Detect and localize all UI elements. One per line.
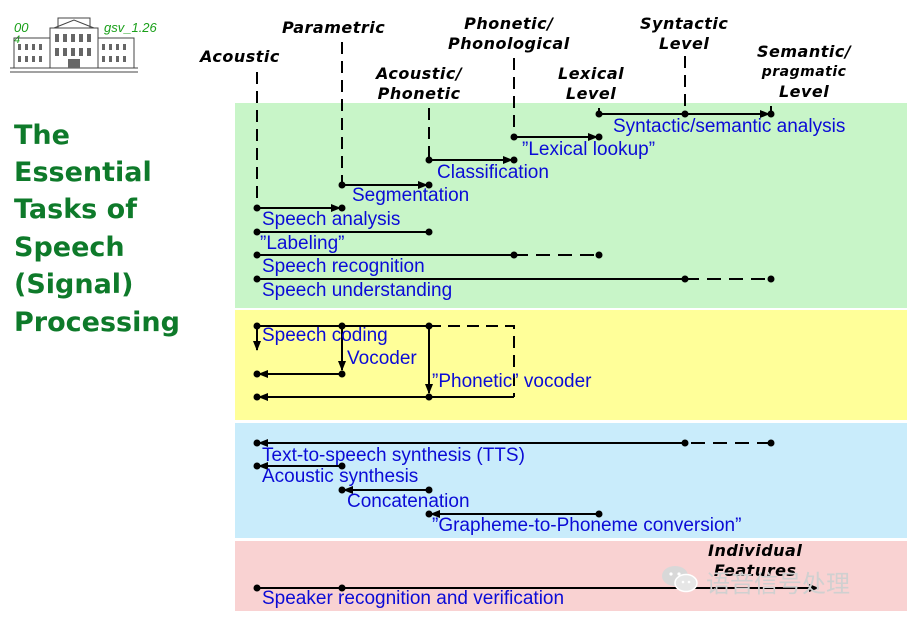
node <box>425 393 433 401</box>
wechat-icon <box>662 566 698 593</box>
node <box>425 486 433 494</box>
node <box>510 133 518 141</box>
coding-dashed-box <box>429 325 515 397</box>
level-lexical-line1: Lexical <box>558 64 625 83</box>
coding-band <box>235 310 907 420</box>
task-speech-analysis: Speech analysis <box>262 209 401 230</box>
node <box>338 204 346 212</box>
node <box>253 439 261 447</box>
title-line: Essential <box>14 157 152 188</box>
level-syntactic: Syntactic Level <box>640 14 728 54</box>
level-semantic-line3: Level <box>778 82 830 101</box>
node <box>253 322 261 330</box>
node <box>425 156 433 164</box>
level-phonetic-phonological: Phonetic/ Phonological <box>448 14 570 54</box>
task-labeling: ”Labeling” <box>260 233 345 254</box>
level-syntactic-line2: Level <box>659 34 710 53</box>
level-phonetic-phonological-line2: Phonological <box>448 34 570 53</box>
title-line: Processing <box>14 307 180 338</box>
task-tts: Text-to-speech synthesis (TTS) <box>262 445 525 466</box>
level-semantic-line2: pragmatic <box>761 64 847 80</box>
node <box>595 251 603 259</box>
node <box>338 181 346 189</box>
level-individual-features: Individual Features <box>708 541 802 581</box>
title-line: Speech <box>14 232 125 263</box>
title-line: Tasks of <box>14 194 137 225</box>
node <box>338 370 346 378</box>
node <box>681 110 689 118</box>
level-acoustic-phonetic-line1: Acoustic/ <box>376 64 463 83</box>
node <box>595 510 603 518</box>
level-acoustic-phonetic-line2: Phonetic <box>377 84 461 103</box>
node <box>425 181 433 189</box>
title-line: The <box>14 120 70 151</box>
node <box>338 584 346 592</box>
level-lexical: Lexical Level <box>558 64 624 104</box>
node <box>253 228 261 236</box>
task-speaker-recognition: Speaker recognition and verification <box>262 588 565 609</box>
slide-number-suffix: 4 <box>14 34 21 46</box>
watermark-text: 语音信号处理 <box>706 570 850 598</box>
node <box>253 584 261 592</box>
task-g2p: ”Grapheme-to-Phoneme conversion” <box>432 515 742 536</box>
node <box>338 322 346 330</box>
node <box>253 370 261 378</box>
level-individual-line2: Features <box>713 561 797 580</box>
node <box>767 439 775 447</box>
node <box>253 462 261 470</box>
level-semantic-line1: Semantic/ <box>757 42 852 61</box>
task-syntactic-semantic: Syntactic/semantic analysis <box>613 116 846 137</box>
task-concatenation: Concatenation <box>347 491 470 512</box>
node <box>253 251 261 259</box>
node <box>510 251 518 259</box>
slide-code: gsv_1.26 <box>104 20 157 35</box>
level-individual-line1: Individual <box>708 541 803 560</box>
building-logo <box>10 17 138 73</box>
node <box>338 462 346 470</box>
node <box>595 110 603 118</box>
level-parametric: Parametric <box>282 18 386 37</box>
title-line: (Signal) <box>14 269 134 300</box>
level-acoustic: Acoustic <box>200 47 280 66</box>
node <box>425 228 433 236</box>
slide-number: 00 <box>14 20 29 35</box>
task-speech-coding: Speech coding <box>262 325 388 346</box>
task-lexical-lookup: ”Lexical lookup” <box>522 139 656 160</box>
node <box>510 156 518 164</box>
speaker-band <box>235 541 907 611</box>
node <box>425 322 433 330</box>
task-acoustic-synthesis: Acoustic synthesis <box>262 466 419 487</box>
node <box>681 275 689 283</box>
node <box>767 275 775 283</box>
node <box>338 486 346 494</box>
level-semantic: Semantic/ pragmatic Level <box>757 42 851 102</box>
task-speech-recognition: Speech recognition <box>262 256 425 277</box>
node <box>253 204 261 212</box>
node <box>253 393 261 401</box>
task-phonetic-vocoder: ”Phonetic” vocoder <box>432 371 592 392</box>
level-phonetic-phonological-line1: Phonetic/ <box>464 14 554 33</box>
task-speech-understanding: Speech understanding <box>262 280 453 301</box>
node <box>767 110 775 118</box>
task-vocoder: Vocoder <box>347 348 417 369</box>
level-acoustic-phonetic: Acoustic/ Phonetic <box>376 64 462 104</box>
level-lexical-line2: Level <box>565 84 617 103</box>
task-classification: Classification <box>437 162 549 183</box>
task-segmentation: Segmentation <box>352 185 470 206</box>
level-syntactic-line1: Syntactic <box>640 14 729 33</box>
node <box>253 275 261 283</box>
node <box>681 439 689 447</box>
node <box>425 510 433 518</box>
node <box>595 133 603 141</box>
